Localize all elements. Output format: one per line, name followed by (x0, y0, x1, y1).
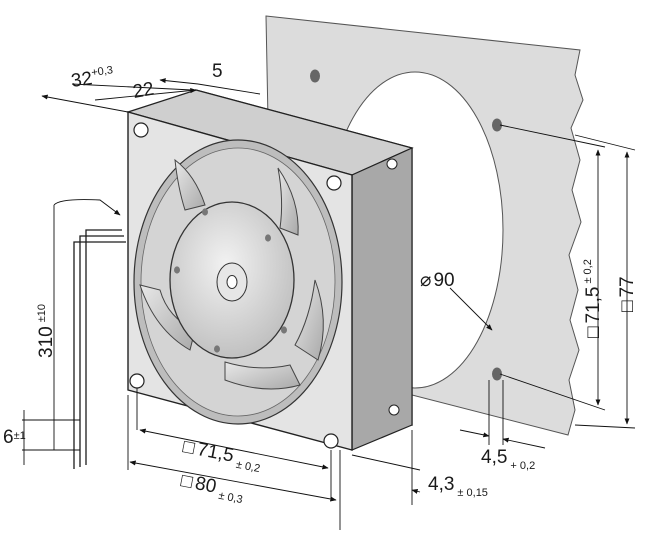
panel-hole (310, 69, 320, 83)
dim-wire-strip: 6±1 (3, 427, 26, 448)
dim-hole-spacing-panel: □71,5± 0,2 (582, 259, 604, 338)
frame-hole (129, 373, 145, 389)
svg-text:6±1: 6±1 (3, 427, 26, 448)
svg-text:4,3± 0,15: 4,3± 0,15 (428, 474, 488, 499)
svg-text:4,5+ 0,2: 4,5+ 0,2 (481, 447, 535, 472)
fan-blade (139, 284, 196, 351)
fan (125, 89, 414, 451)
dim-depth-frame: 22 (131, 79, 155, 103)
svg-text:□71,5± 0,2: □71,5± 0,2 (180, 436, 263, 475)
svg-text:□77: □77 (617, 276, 638, 312)
dim-depth-total: 32+0,3 (70, 64, 116, 92)
frame-hole (326, 175, 342, 191)
dimension-labels: 32+0,3 22 5 310±10 6±1 □71,5± 0,2 □80± 0… (3, 61, 638, 506)
svg-text:□71,5± 0,2: □71,5± 0,2 (582, 259, 604, 338)
dim-flange-offset: 4,3± 0,15 (428, 474, 488, 499)
frame-hole (133, 122, 149, 138)
fan-blade (277, 167, 299, 236)
frame-hole (323, 433, 339, 449)
svg-text:310±10: 310±10 (36, 304, 57, 358)
panel-hole (492, 118, 502, 132)
dim-panel-size: □77 (617, 276, 638, 312)
cable (73, 229, 126, 469)
fan-blade (224, 361, 301, 390)
dim-hole-spacing-front: □71,5± 0,2 (180, 436, 263, 475)
dimension-lines (22, 78, 636, 530)
svg-text:⌀90: ⌀90 (420, 270, 455, 291)
svg-text:32+0,3: 32+0,3 (70, 64, 116, 92)
svg-text:□80± 0,3: □80± 0,3 (178, 470, 245, 506)
dim-mounting-hole: 4,5+ 0,2 (481, 447, 535, 472)
dim-depth-flange: 5 (212, 61, 223, 82)
dim-cutout-diameter: ⌀90 (420, 270, 455, 291)
fan-blade (174, 158, 206, 211)
fan-blade (294, 279, 324, 361)
dim-frame-size-front: □80± 0,3 (178, 470, 245, 506)
dim-cable-length: 310±10 (36, 304, 57, 358)
panel-hole (492, 367, 502, 381)
